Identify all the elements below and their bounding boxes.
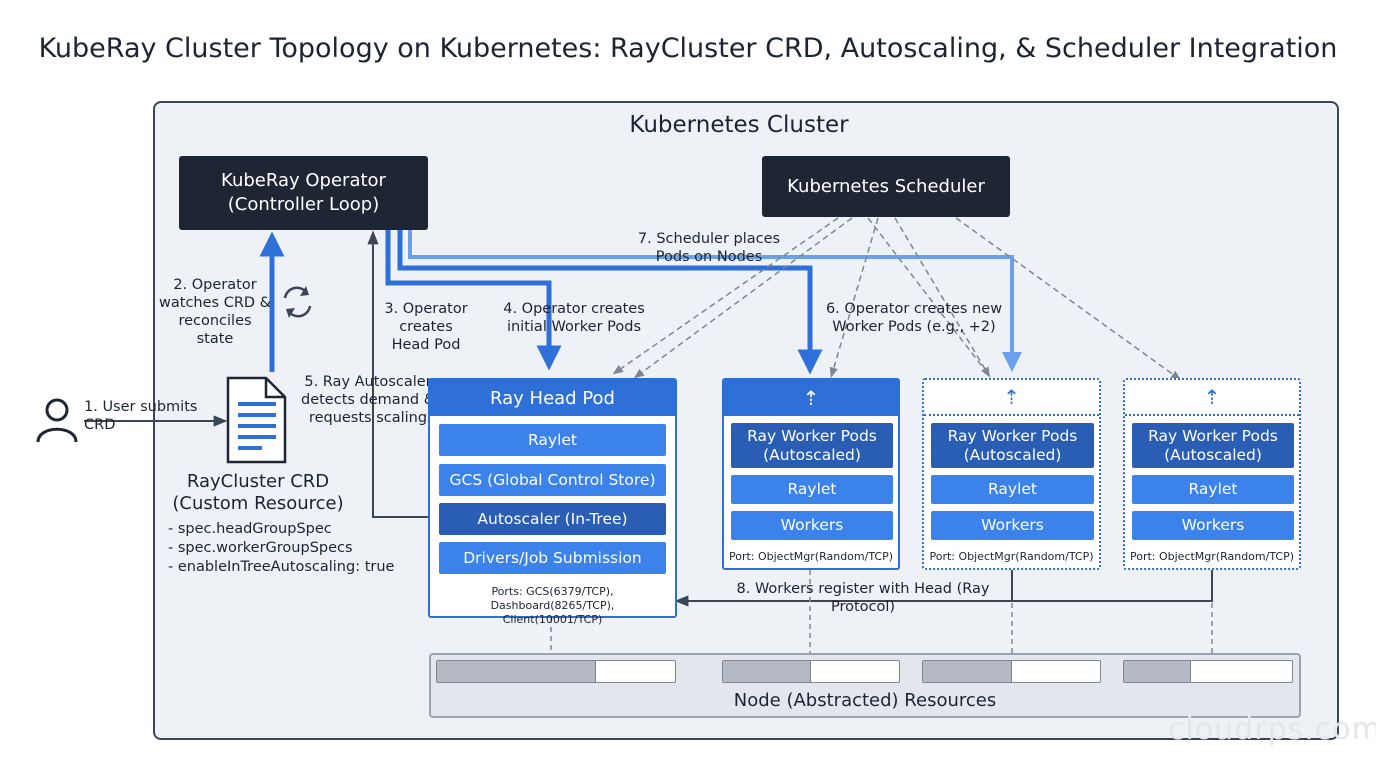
step-2-line: watches CRD & [159,295,271,311]
head-ports-line: Ports: GCS(6379/TCP), Dashboard(8265/TCP… [490,585,615,612]
step-3-label: 3. Operator creates Head Pod [356,300,496,354]
arrow-autoscaler-request [367,230,440,518]
worker-title-line: Ray Worker Pods [747,426,877,445]
head-component-gcs: GCS (Global Control Store) [439,464,666,496]
worker-title-line: Ray Worker Pods [1148,426,1278,445]
worker-pod-title: Ray Worker Pods (Autoscaled) [931,423,1094,468]
schedule-line-head-b [633,217,853,379]
crd-title: RayCluster CRD (Custom Resource) [168,471,348,515]
step-2-line: 2. Operator [173,277,257,293]
up-arrow-icon: ⇡ [924,380,1099,416]
operator-subtitle: (Controller Loop) [227,194,380,215]
step-5-line: detects demand & [301,392,435,408]
step-6-line: Worker Pods (e.g., +2) [832,319,996,335]
ray-head-pod: Ray Head Pod Raylet GCS (Global Control … [428,378,677,626]
document-icon [226,376,287,464]
worker-pod-title: Ray Worker Pods (Autoscaled) [731,423,893,468]
crd-spec-item: - spec.workerGroupSpecs [168,540,353,556]
worker-port: Port: ObjectMgr(Random/TCP) [929,550,1094,563]
worker-raylet: Raylet [1132,475,1294,504]
worker-workers: Workers [931,511,1094,540]
crd-subtitle-line: (Custom Resource) [172,493,344,514]
step-7-label: 7. Scheduler places Pods on Nodes [636,230,782,266]
node-resource-bar [1123,660,1293,683]
step-4-label: 4. Operator creates initial Worker Pods [496,300,652,336]
worker-title-line: (Autoscaled) [763,445,861,464]
worker-workers: Workers [731,511,893,540]
schedule-line-worker-3 [955,217,1182,381]
step-6-line: 6. Operator creates new [825,301,1003,317]
step-4-line: initial Worker Pods [506,319,642,335]
node-resource-bar [722,660,900,683]
worker-workers: Workers [1132,511,1294,540]
step-7-line: Pods on Nodes [655,249,763,265]
step-7-line: 7. Scheduler places [637,231,781,247]
step-5-line: requests scaling [308,410,428,426]
head-ports-line: Client(10001/TCP) [502,613,603,626]
step-5-line: 5. Ray Autoscaler [304,374,432,390]
kubernetes-scheduler: Kubernetes Scheduler [762,156,1010,217]
worker-pod-1: ⇡ Ray Worker Pods (Autoscaled) Raylet Wo… [722,378,900,570]
page-title: KubeRay Cluster Topology on Kubernetes: … [38,33,1338,64]
worker-raylet: Raylet [931,475,1094,504]
schedule-line-worker-1 [829,217,879,379]
node-resource-bar [436,660,676,683]
step-8-label: 8. Workers register with Head (Ray Proto… [736,581,990,615]
worker-title-line: (Autoscaled) [963,445,1062,464]
node-resources-label: Node (Abstracted) Resources [733,690,997,711]
node-resource-bar [922,660,1101,683]
head-component-drivers: Drivers/Job Submission [439,542,666,574]
node-resource-fill [723,661,811,682]
node-resource-fill [1124,661,1192,682]
arrow-create-worker-1 [397,230,823,375]
crd-title-line: RayCluster CRD [186,471,330,492]
worker-pod-2: ⇡ Ray Worker Pods (Autoscaled) Raylet Wo… [922,378,1101,570]
worker-pod-title: Ray Worker Pods (Autoscaled) [1132,423,1294,468]
up-arrow-icon: ⇡ [724,380,898,416]
up-arrow-icon: ⇡ [1125,380,1299,416]
schedule-line-worker-2b [867,217,989,375]
watermark: cloudrps.com [1168,712,1376,747]
arrow-create-head [385,230,562,371]
crd-spec-item: - spec.headGroupSpec [168,521,332,537]
user-icon [36,398,78,443]
head-component-raylet: Raylet [439,424,666,456]
step-1-label: 1. User submits CRD [84,399,198,433]
crd-spec-item: - enableInTreeAutoscaling: true [168,559,395,575]
schedule-line-worker-2a [894,217,991,378]
step-3-line: 3. Operator creates [384,301,468,335]
arrow-create-worker-new [408,230,1022,372]
worker-title-line: (Autoscaled) [1164,445,1262,464]
step-4-line: 4. Operator creates [503,301,645,317]
step-6-label: 6. Operator creates new Worker Pods (e.g… [822,300,1006,336]
arrow-workers-register [674,570,1213,607]
worker-port: Port: ObjectMgr(Random/TCP) [1129,550,1295,563]
step-5-label: 5. Ray Autoscaler detects demand & reque… [298,373,438,427]
node-resource-fill [437,661,597,682]
head-ports: Ports: GCS(6379/TCP), Dashboard(8265/TCP… [430,585,675,627]
worker-port: Port: ObjectMgr(Random/TCP) [728,550,894,563]
cluster-title: Kubernetes Cluster [629,112,849,138]
step-3-line: Head Pod [391,337,461,353]
head-pod-title: Ray Head Pod [430,380,675,416]
worker-pod-3: ⇡ Ray Worker Pods (Autoscaled) Raylet Wo… [1123,378,1301,570]
operator-title: KubeRay Operator [221,170,386,191]
node-resource-fill [923,661,1012,682]
head-component-autoscaler: Autoscaler (In-Tree) [439,503,666,535]
schedule-line-head-a [612,217,839,375]
step-2-label: 2. Operator watches CRD & reconciles sta… [158,276,272,348]
step-2-line: reconciles state [178,313,252,347]
kuberay-operator: KubeRay Operator (Controller Loop) [179,156,428,230]
worker-raylet: Raylet [731,475,893,504]
worker-title-line: Ray Worker Pods [947,426,1078,445]
scheduler-title: Kubernetes Scheduler [787,175,985,197]
